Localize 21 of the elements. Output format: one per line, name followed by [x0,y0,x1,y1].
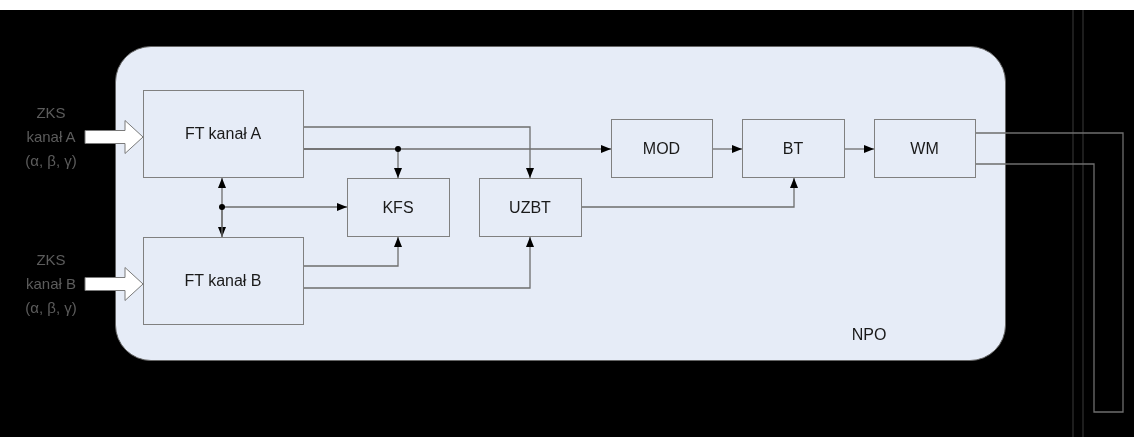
arrow [843,144,875,153]
block-arrow [84,266,143,301]
arrow [302,235,534,289]
block-box: FT kanał A [142,89,304,178]
arrow [220,202,348,238]
block-box: KFS [346,177,450,237]
connector-line [974,131,1124,413]
block-box: BT [741,118,845,178]
block-arrow [84,119,143,154]
arrow [711,144,743,153]
block-box: WM [873,118,976,178]
input-label: ZKS kanał A (α, β, γ) [17,101,85,173]
arrow [302,125,534,179]
arrow [302,235,402,267]
block-box: FT kanał B [142,236,304,325]
arrow [580,176,798,208]
block-box: UZBT [478,177,582,237]
arrow [302,147,402,179]
panel-label: NPO [850,325,888,345]
input-label: ZKS kanał B (α, β, γ) [17,248,85,320]
block-box: MOD [610,118,713,178]
